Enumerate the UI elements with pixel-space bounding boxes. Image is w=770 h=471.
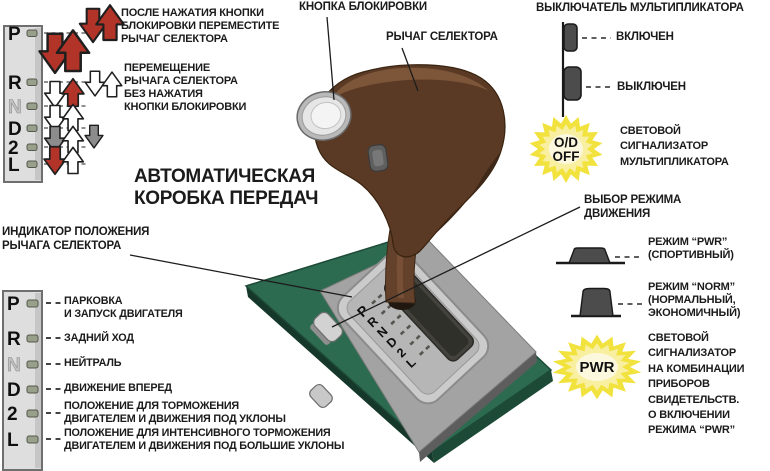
od-badge-text: O/D xyxy=(554,135,578,150)
gear-letter: 2 xyxy=(8,138,19,159)
indicator-callout xyxy=(129,254,353,298)
gear-letter: P xyxy=(8,24,21,45)
gear-panel-tabs xyxy=(26,29,38,168)
od-off-badge: O/D OFF xyxy=(529,115,603,183)
plate-edge xyxy=(419,352,537,462)
od-badge-text: OFF xyxy=(553,149,580,164)
diagram-title: АВТОМАТИЧЕСКАЯ КОРОБКА ПЕРЕДАЧ xyxy=(134,166,319,209)
multiplier-switch-diagram xyxy=(561,22,611,117)
gear-panel-bottom: P R N D 2 L xyxy=(2,290,61,471)
gate-ticks xyxy=(371,291,433,356)
gear-desc-L: ПОЛОЖЕНИЕ ДЛЯ ИНТЕНСИВНОГО ТОРМОЖЕНИЯ ДВ… xyxy=(64,427,345,452)
pwr-mode-icon xyxy=(556,247,642,265)
selector-lever-label: РЫЧАГ СЕЛЕКТОРА xyxy=(386,31,498,43)
gear-desc-D: ДВИЖЕНИЕ ВПЕРЕД xyxy=(64,382,172,394)
gear-letter: R xyxy=(7,329,21,350)
gear-row-dashes xyxy=(46,302,61,440)
gear-desc-2: ПОЛОЖЕНИЕ ДЛЯ ТОРМОЖЕНИЯ ДВИГАТЕЛЕМ И ДВ… xyxy=(64,400,286,425)
multiplier-switch-title: ВЫКЛЮЧАТЕЛЬ МУЛЬТИПЛИКАТОРА xyxy=(536,2,744,14)
on-label: ВКЛЮЧЕН xyxy=(616,31,674,43)
drive-mode-switch xyxy=(310,311,343,345)
mode-select-label: ВЫБОР РЕЖИМА ДВИЖЕНИЯ xyxy=(584,194,682,220)
selector-knob xyxy=(313,64,506,258)
off-label: ВЫКЛЮЧЕН xyxy=(617,81,686,93)
lever-callout xyxy=(401,47,419,92)
legend-after-press-text: ПОСЛЕ НАЖАТИЯ КНОПКИ БЛОКИРОВКИ ПЕРЕМЕСТ… xyxy=(121,7,280,45)
gear-panel-tabs xyxy=(26,299,39,444)
od-indicator-label: СВЕТОВОЙ СИГНАЛИЗАТОР МУЛЬТИПЛИКАТОРА xyxy=(620,125,729,168)
gear-letter: R xyxy=(8,73,22,94)
gear-desc-N: НЕЙТРАЛЬ xyxy=(64,357,122,369)
norm-mode-label: РЕЖИМ “NORM” (НОРМАЛЬНЫЙ, ЭКОНОМИЧНЫЙ) xyxy=(648,281,741,319)
knob-highlight xyxy=(331,67,489,100)
gear-letter: L xyxy=(8,155,20,176)
gear-letter: 2 xyxy=(7,404,18,425)
gear-letter: D xyxy=(7,380,21,401)
pwr-badge: PWR xyxy=(552,334,642,400)
callout-lines xyxy=(129,16,581,328)
gray-down-arrow-icon xyxy=(84,124,104,149)
gear-letter: N xyxy=(8,97,22,118)
norm-mode-icon xyxy=(571,287,644,318)
console-illustration: P R N D 2 L xyxy=(244,64,553,463)
gear-desc-R: ЗАДНИЙ ХОД xyxy=(64,332,134,344)
mode-select-callout xyxy=(331,206,581,328)
legend-without-press-text: ПЕРЕМЕЩЕНИЕ РЫЧАГА СЕЛЕКТОРА БЕЗ НАЖАТИЯ… xyxy=(124,62,247,113)
lock-button xyxy=(296,91,352,141)
gear-desc-P: ПАРКОВКА И ЗАПУСК ДВИГАТЕЛЯ xyxy=(64,295,183,320)
white-down-arrow-icon xyxy=(84,70,106,97)
shift-pattern-arrows xyxy=(38,29,104,176)
pwr-mode-label: РЕЖИМ “PWR” (СПОРТИВНЫЙ) xyxy=(648,236,734,261)
lock-button-callout xyxy=(326,16,335,101)
mat-edge xyxy=(432,370,553,463)
white-up-arrow-icon xyxy=(101,71,123,98)
gear-letter: N xyxy=(7,355,21,376)
gear-letter: D xyxy=(8,119,22,140)
console-button xyxy=(309,383,333,409)
pwr-indicator-label: СВЕТОВОЙ СИГНАЛИЗАТОР НА КОМБИНАЦИИ ПРИБ… xyxy=(648,332,745,437)
indicator-label: ИНДИКАТОР ПОЛОЖЕНИЯ РЫЧАГА СЕЛЕКТОРА xyxy=(2,226,150,252)
pwr-badge-text: PWR xyxy=(580,359,615,376)
switch-on-icon xyxy=(563,23,578,52)
mat-edge xyxy=(246,286,434,463)
knob-front-button xyxy=(367,144,389,172)
lock-button-label: КНОПКА БЛОКИРОВКИ xyxy=(299,1,427,13)
gear-letter: L xyxy=(7,430,19,451)
gear-panel-top: P R N D 2 L xyxy=(3,24,86,183)
switch-off-icon xyxy=(563,66,582,101)
gear-letter: P xyxy=(7,294,20,315)
